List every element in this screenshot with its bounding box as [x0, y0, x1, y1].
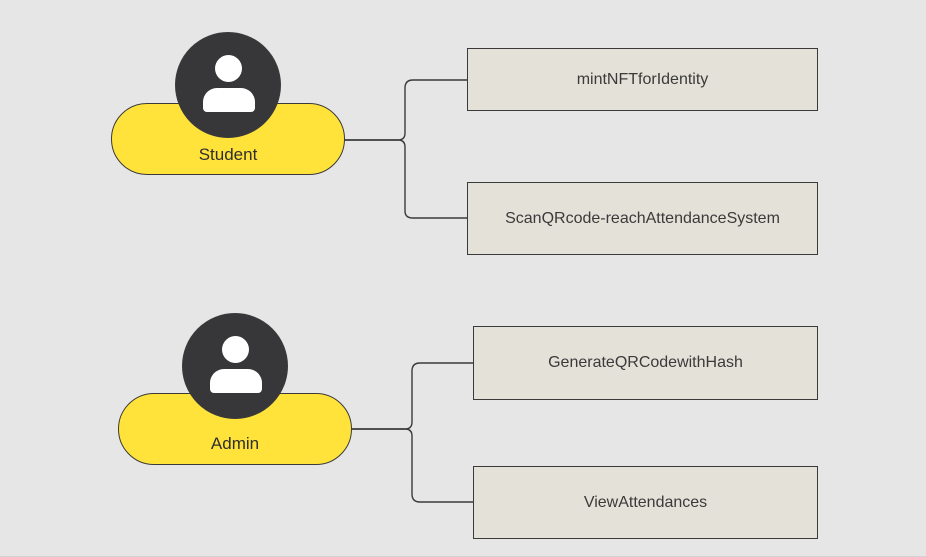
usecase-scan-qrcode[interactable]: ScanQRcode-reachAttendanceSystem	[467, 182, 818, 255]
connector-admin-view	[351, 428, 474, 503]
connector-student-scan	[344, 139, 468, 219]
user-icon-body	[203, 88, 255, 112]
connector-admin-generate	[351, 362, 474, 430]
usecase-generate-qrcode-with-hash[interactable]: GenerateQRCodewithHash	[473, 326, 818, 400]
user-icon-head	[222, 336, 249, 363]
user-icon-head	[215, 55, 242, 82]
usecase-mint-nft-for-identity[interactable]: mintNFTforIdentity	[467, 48, 818, 111]
user-icon-body	[210, 369, 262, 393]
connector-student-mint	[344, 79, 468, 141]
user-icon	[175, 32, 281, 138]
user-icon	[182, 313, 288, 419]
usecase-view-attendances[interactable]: ViewAttendances	[473, 466, 818, 539]
actor-student-label: Student	[198, 145, 258, 164]
actor-admin-label: Admin	[210, 434, 260, 453]
